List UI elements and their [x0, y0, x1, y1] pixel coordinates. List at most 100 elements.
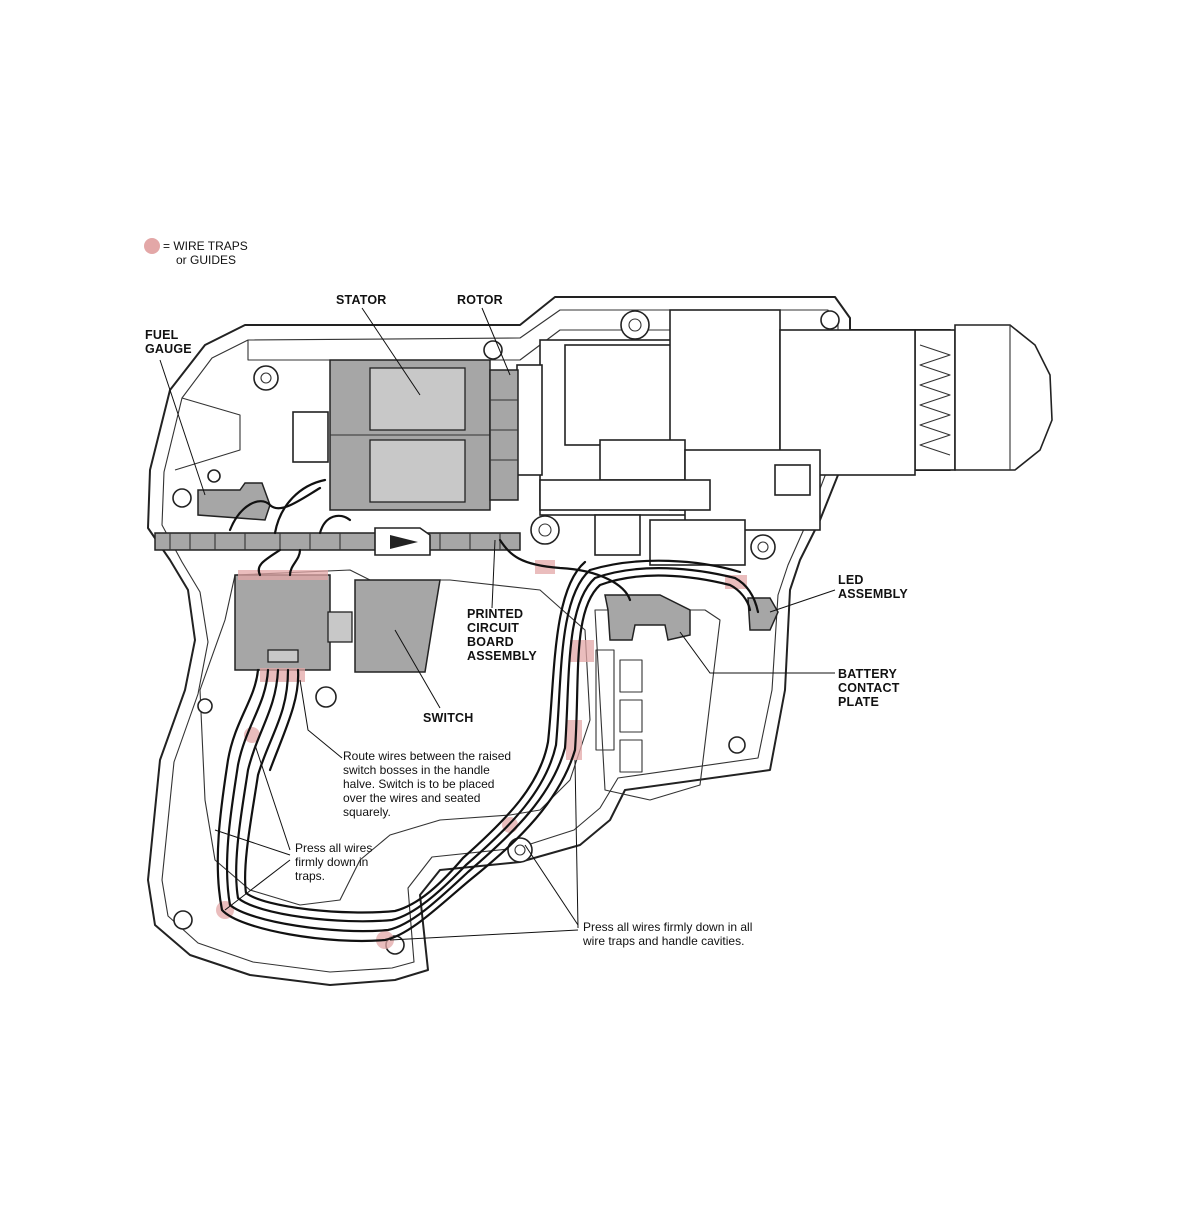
housing-inner	[161, 309, 839, 973]
led-label-1: LED	[838, 573, 864, 587]
wire-handle-5	[268, 668, 300, 772]
route-note-5: squarely.	[343, 805, 391, 819]
screw-boss-14	[728, 736, 746, 754]
leader-pcb	[491, 539, 496, 609]
wire-pcb-switch-2	[288, 548, 302, 577]
battery-slot-2	[619, 699, 643, 733]
screw-boss-5	[530, 515, 560, 545]
pcb-label-4: ASSEMBLY	[467, 649, 537, 663]
motor	[292, 359, 519, 511]
fuel-gauge-label-1: FUEL	[145, 328, 179, 342]
stator-upper	[369, 367, 466, 431]
wire-handle-3	[235, 559, 742, 923]
wire-trap-1	[238, 570, 328, 580]
pcb-label-2: CIRCUIT	[467, 621, 519, 635]
battery-rail	[594, 609, 721, 801]
led-assembly-part	[747, 597, 779, 631]
battery-label-1: BATTERY	[838, 667, 897, 681]
wire-gauge-2	[273, 478, 327, 535]
screw-boss-4	[820, 310, 840, 330]
leader-rotor	[481, 307, 511, 376]
leader-route	[299, 679, 343, 759]
wire-handle-4	[243, 560, 587, 914]
cavities-note-1: Press all wires firmly down in all	[583, 920, 752, 934]
route-note-4: over the wires and seated	[343, 791, 480, 805]
leader-traps-3	[224, 859, 291, 911]
gearcase-block-9	[774, 464, 811, 496]
screw-boss-11-inner	[514, 844, 526, 856]
wire-handle-1	[216, 574, 752, 943]
legend-text-1: = WIRE TRAPS	[163, 239, 248, 253]
housing-outer	[147, 296, 951, 986]
route-note-2: switch bosses in the handle	[343, 763, 490, 777]
leader-lines	[159, 307, 836, 941]
leader-fuel-gauge	[159, 359, 206, 496]
leader-cavities-1	[524, 844, 579, 926]
rotor-body	[489, 369, 519, 501]
screw-boss-1	[253, 365, 279, 391]
stator-lower	[369, 439, 466, 503]
screw-boss-7	[172, 488, 192, 508]
screw-boss-3	[620, 310, 650, 340]
battery-contact-plate-part	[604, 594, 691, 641]
traps-note-2: firmly down in	[295, 855, 368, 869]
traps-note-3: traps.	[295, 869, 325, 883]
tool-housing	[147, 296, 951, 986]
gear-housing	[516, 309, 916, 566]
battery-slot-4	[595, 649, 615, 751]
screw-boss-10	[315, 686, 337, 708]
chuck-assembly	[914, 324, 1053, 471]
rear-cap	[174, 397, 241, 471]
chuck-spring	[919, 344, 951, 456]
screw-boss-1-inner	[260, 372, 272, 384]
leader-stator	[361, 307, 421, 396]
leader-switch	[394, 629, 441, 709]
wire-gauge-3	[318, 514, 352, 535]
screw-boss-5-inner	[538, 523, 552, 537]
switch-label: SWITCH	[423, 711, 474, 725]
leader-traps-1	[254, 744, 291, 851]
legend-swatch	[144, 238, 160, 254]
screw-boss-3-inner	[628, 318, 642, 332]
screw-boss-6-inner	[757, 541, 769, 553]
leader-battery	[679, 631, 835, 674]
screw-bosses	[172, 310, 840, 955]
pcb-label-1: PRINTED	[467, 607, 523, 621]
gearcase-block-8	[594, 514, 641, 556]
rotor-label: ROTOR	[457, 293, 503, 307]
screw-boss-11	[507, 837, 533, 863]
pcb-arrow	[390, 535, 418, 549]
wire-pcb-battery	[498, 538, 632, 602]
pcb-components	[169, 533, 501, 550]
gearcase-block-4	[599, 439, 686, 481]
pcb-assembly	[154, 527, 521, 556]
wire-trap-7	[566, 720, 582, 760]
wire-trap-5	[260, 668, 305, 682]
screw-boss-6	[750, 534, 776, 560]
switch-trigger	[354, 579, 441, 673]
gearcase-block-7	[649, 519, 746, 566]
wire-pcb-switch-1	[257, 548, 282, 577]
legend-text-2: or GUIDES	[176, 253, 236, 267]
battery-label-2: CONTACT	[838, 681, 900, 695]
battery-slot-3	[619, 739, 643, 773]
screw-boss-8	[207, 469, 221, 483]
wire-harness	[216, 478, 760, 943]
led-label-2: ASSEMBLY	[838, 587, 908, 601]
traps-note-1: Press all wires	[295, 841, 372, 855]
fuel-gauge	[197, 482, 271, 521]
wire-handle-2	[225, 567, 760, 933]
switch-tab	[327, 611, 353, 643]
motor-bearing	[516, 364, 543, 476]
stator-label: STATOR	[336, 293, 387, 307]
legend: = WIRE TRAPS or GUIDES	[144, 238, 248, 267]
leader-traps-2	[214, 829, 291, 856]
motor-end-cap	[292, 411, 329, 463]
grip-cavity	[199, 569, 591, 906]
battery-label-3: PLATE	[838, 695, 879, 709]
screw-boss-12	[173, 910, 193, 930]
cavities-note-2: wire traps and handle cavities.	[582, 934, 744, 948]
chuck-nose	[954, 324, 1053, 471]
